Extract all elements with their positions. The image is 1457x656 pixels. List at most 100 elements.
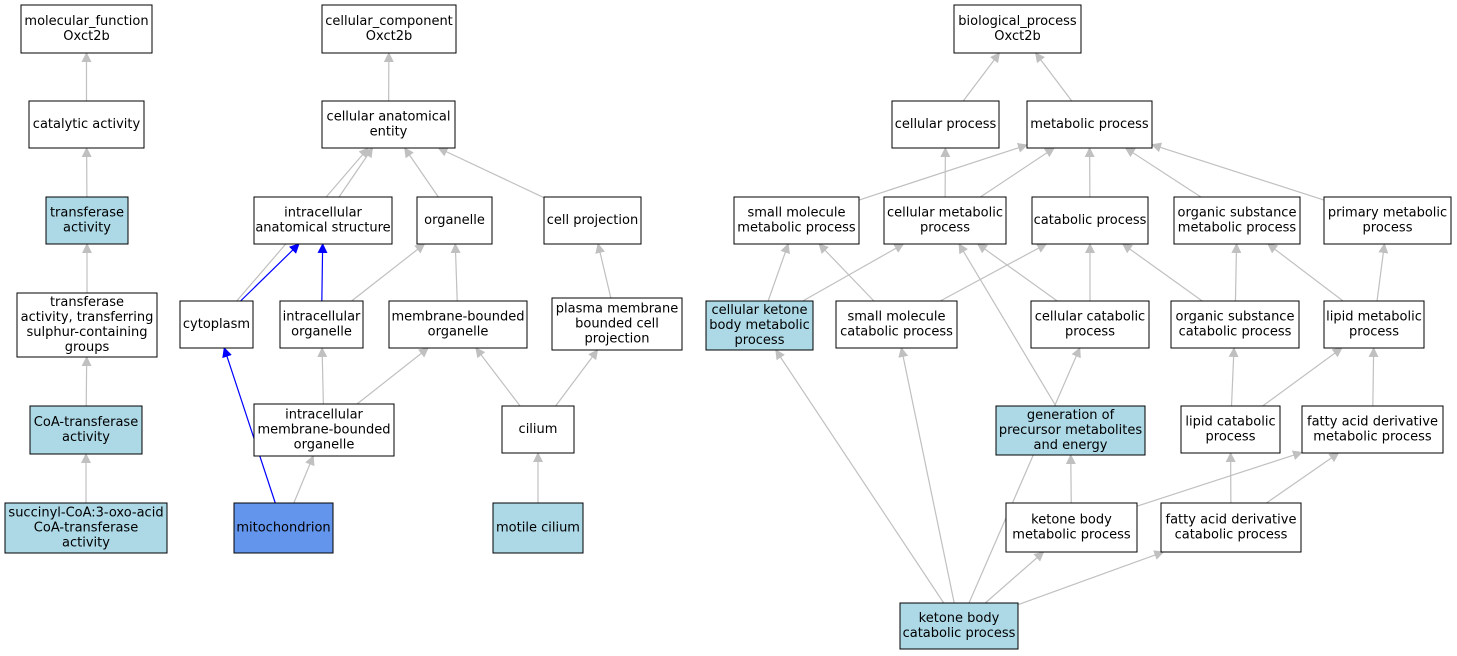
edge-mito-to-cytoplasm — [222, 347, 276, 504]
node-label-line: and energy — [1034, 438, 1108, 453]
node-label-line: cellular catabolic — [1035, 310, 1145, 325]
node-box — [321, 4, 457, 54]
edge-kbcp-to-smcp — [898, 347, 955, 604]
edge-lmp-to-osmp — [1267, 243, 1344, 302]
node-label-line: sulphur-containing — [27, 325, 148, 340]
edge-smmp-to-metproc — [858, 143, 1028, 201]
node-label-line: cellular process — [895, 117, 997, 132]
edge-line — [858, 143, 1028, 201]
edge-lmp-to-pmp — [1376, 243, 1389, 302]
node-label-line: catabolic process — [1175, 528, 1288, 543]
edge-line — [984, 551, 1045, 604]
edge-cilium-to-pmbcp — [555, 349, 599, 407]
edge-line — [1017, 550, 1165, 606]
edge-intorg-to-organelle — [351, 243, 426, 302]
edge-line — [1034, 52, 1073, 102]
edge-line — [317, 243, 328, 302]
node-label-line: succinyl-CoA:3-oxo-acid — [8, 506, 163, 521]
node-label-line: process — [1065, 325, 1115, 340]
edge-line — [958, 243, 1057, 407]
node-label-line: projection — [585, 332, 650, 347]
edge-line — [1228, 347, 1239, 407]
edge-kbcp-to-ccp — [968, 347, 1081, 604]
edge-line — [968, 347, 1081, 604]
node-box — [1323, 300, 1425, 349]
edge-kbmp-to-fadmp — [1136, 450, 1303, 507]
node-catproc[interactable]: catabolic process — [1031, 196, 1149, 245]
node-label-line: activity — [63, 221, 111, 236]
node-label-line: entity — [370, 125, 408, 140]
edge-line — [980, 147, 1055, 198]
edge-ckbmp-to-smmp — [767, 243, 790, 302]
edge-kbcp-to-fadcp — [1017, 550, 1165, 606]
node-cytoplasm[interactable]: cytoplasm — [179, 300, 254, 349]
node-box — [705, 300, 814, 351]
node-box — [179, 300, 254, 349]
edge-oscp-to-osmp — [1231, 243, 1242, 302]
edge-fadmp-to-lmp — [1368, 347, 1379, 407]
node-label-line: primary metabolic — [1328, 206, 1447, 221]
edge-line — [1151, 142, 1325, 201]
node-label-line: cell projection — [547, 213, 638, 228]
edge-line — [317, 347, 328, 405]
node-cellproj[interactable]: cell projection — [543, 196, 642, 245]
node-catalytic[interactable]: catalytic activity — [28, 100, 145, 149]
node-label-line: catabolic process — [840, 325, 953, 340]
edge-imbo-to-mbo — [356, 347, 429, 405]
node-metproc[interactable]: metabolic process — [1026, 100, 1153, 149]
node-succinyl[interactable]: succinyl-CoA:3-oxo-acidCoA-transferaseac… — [4, 502, 168, 554]
edge-line — [404, 147, 439, 198]
edge-line — [802, 243, 905, 302]
node-mito[interactable]: mitochondrion — [233, 502, 334, 554]
node-cilium[interactable]: cilium — [501, 405, 575, 454]
node-box — [45, 196, 129, 245]
edge-line — [775, 349, 945, 604]
node-label-line: motile cilium — [496, 521, 580, 536]
node-label-line: catabolic process — [1034, 213, 1147, 228]
node-organelle[interactable]: organelle — [416, 196, 493, 245]
node-box — [233, 502, 334, 554]
edge-line — [1376, 243, 1389, 302]
node-label-line: anatomical structure — [255, 221, 390, 236]
node-label-line: intracellular — [285, 408, 363, 423]
node-box — [953, 4, 1082, 54]
node-label-line: cellular ketone — [711, 303, 807, 318]
edge-organelle-to-cae — [404, 147, 439, 198]
node-label-line: organelle — [424, 213, 485, 228]
edge-line — [437, 147, 545, 199]
edge-pmbcp-to-cellproj — [595, 243, 612, 299]
node-motile[interactable]: motile cilium — [492, 502, 584, 554]
edge-fadcp-to-fadmp — [1266, 452, 1340, 504]
edge-line — [962, 52, 1001, 102]
edge-smcp-to-catproc — [939, 243, 1048, 302]
node-cellproc[interactable]: cellular process — [891, 100, 1000, 149]
